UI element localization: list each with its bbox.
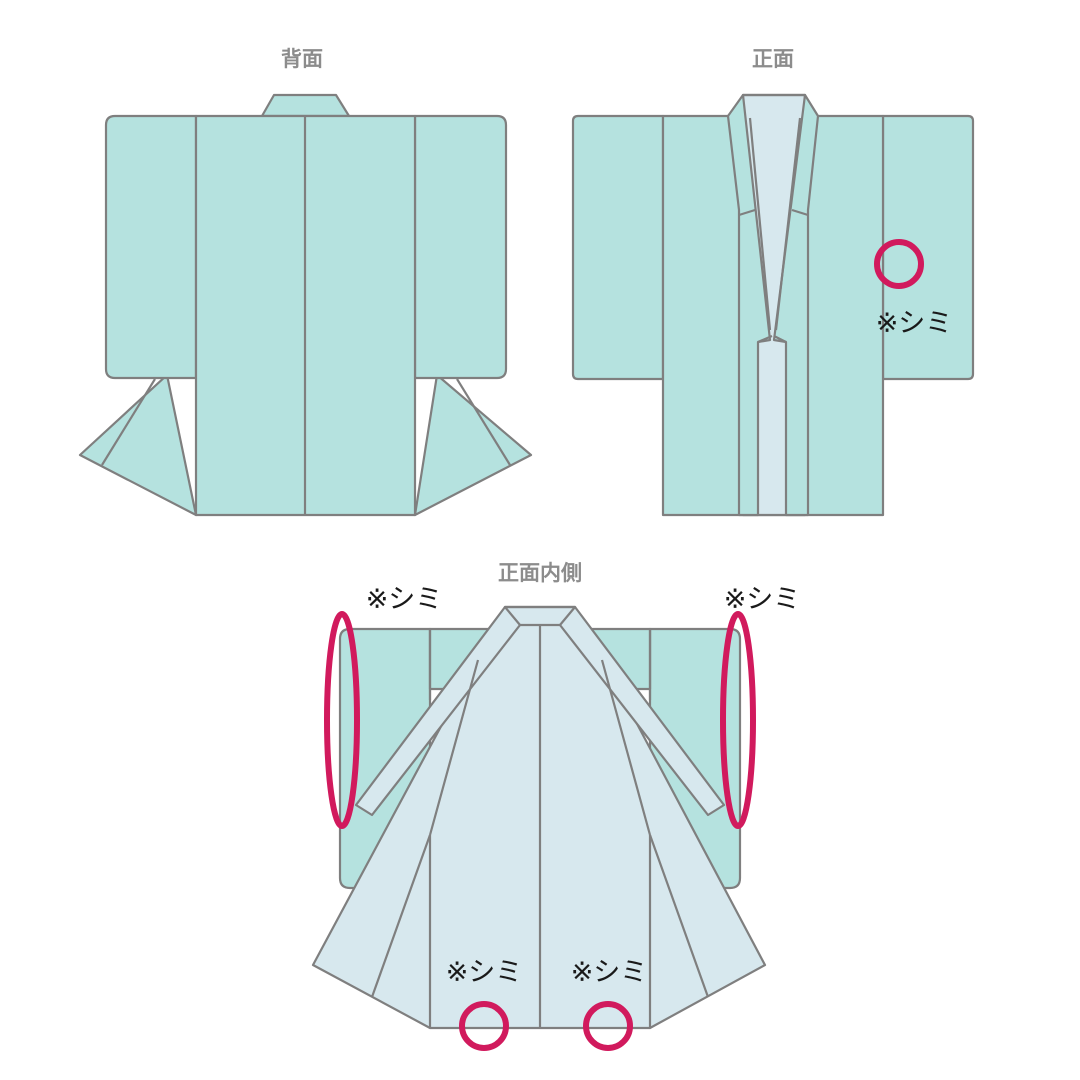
front-right-sleeve — [881, 114, 975, 381]
back-collar — [260, 93, 351, 118]
inside-left-collar — [354, 605, 522, 817]
front-right-overlap — [772, 93, 820, 517]
front-right-gusset-seam — [791, 208, 809, 217]
inside-hem-right-stain-circle — [583, 1001, 633, 1051]
front-left-overlap — [726, 93, 772, 517]
front-left-gusset-seam — [738, 208, 756, 217]
back-right-flare-seam — [456, 378, 511, 466]
inside-right-gusset — [648, 834, 710, 998]
inside-right-stain-oval — [720, 611, 756, 829]
inside-right-collar — [558, 605, 726, 817]
inside-hem-left-stain-label: ※シミ — [446, 957, 523, 988]
inside-left-sleeve-stain-label: ※シミ — [366, 584, 443, 615]
back-left-flare — [78, 373, 198, 517]
inside-left-panel-seam — [428, 659, 480, 836]
inside-left-gusset — [370, 834, 432, 998]
inside-hem-left-stain-circle — [459, 1001, 509, 1051]
front-stain-circle — [874, 239, 924, 289]
front-right-collar-end — [773, 335, 787, 343]
inside-left-stain-oval — [324, 611, 360, 829]
front-left-sleeve — [571, 114, 665, 381]
inside-right-panel-seam — [600, 659, 652, 836]
back-left-flare-seam — [101, 378, 156, 466]
inside-view: 正面内側 ※シミ ※シミ ※シミ ※シミ — [311, 561, 801, 1051]
back-right-flare — [413, 373, 533, 517]
back-left-sleeve — [104, 114, 198, 380]
front-left-collar-end — [757, 334, 773, 344]
inside-right-sleeve-stain-label: ※シミ — [724, 584, 801, 615]
back-right-sleeve — [413, 114, 508, 380]
back-view: 背面 — [78, 47, 533, 517]
back-view-title: 背面 — [281, 47, 323, 71]
front-collar-left-seam — [748, 117, 772, 331]
front-stain-label: ※シミ — [876, 308, 953, 339]
inside-hem-right-stain-label: ※シミ — [571, 957, 648, 988]
front-view-title: 正面 — [752, 47, 794, 71]
front-collar-right-seam — [774, 117, 802, 331]
front-view: 正面 ※シミ — [571, 47, 975, 517]
inside-view-title: 正面内側 — [498, 561, 582, 585]
